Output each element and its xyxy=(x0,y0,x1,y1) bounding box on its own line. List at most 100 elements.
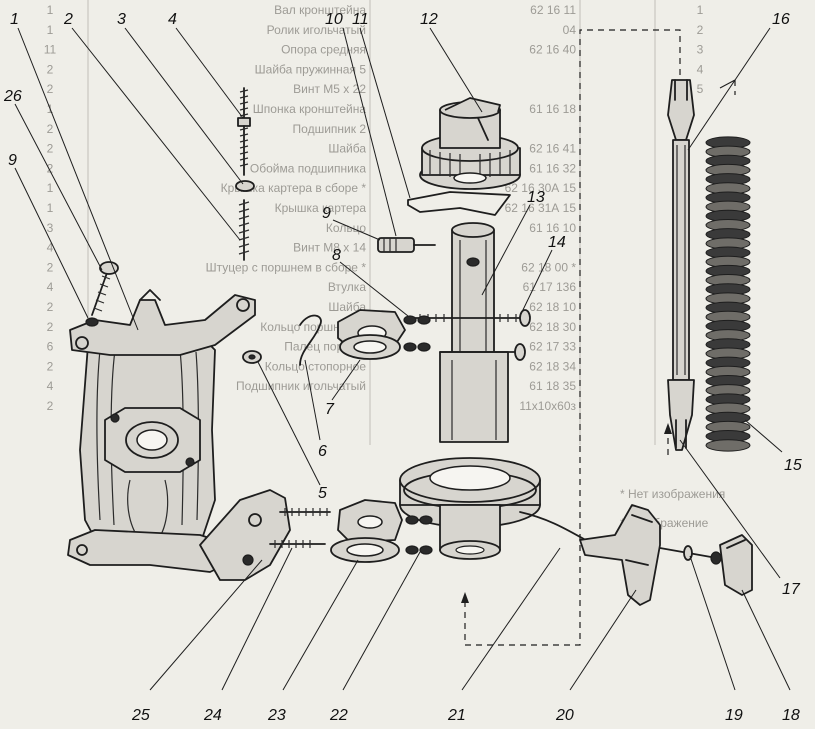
table-rqty-cell-3: 4 xyxy=(697,62,704,76)
table-code-cell-5: 61 16 18 xyxy=(529,102,576,116)
callout-4: 4 xyxy=(168,11,177,28)
table-name-cell-6: Подшипник 2 xyxy=(293,122,367,136)
table-name-cell-1: Ролик игольчатый xyxy=(267,23,366,37)
table-name-cell-13: Штуцер с поршнем в сборе * xyxy=(206,260,367,274)
table-qty-cell-7: 2 xyxy=(47,142,54,156)
table-qty-cell-15: 2 xyxy=(47,300,54,314)
table-name-cell-11: Кольцо xyxy=(326,221,366,235)
part-18-knob xyxy=(719,534,753,596)
table-name-cell-4: Винт М5 х 22 xyxy=(293,82,366,96)
callout-22: 22 xyxy=(329,707,348,724)
table-code-cell-17: 62 17 33 xyxy=(529,340,576,354)
table-qty-cell-9: 1 xyxy=(47,181,54,195)
spring-coil xyxy=(705,439,751,452)
table-code-cell-14: 61 17 136 xyxy=(523,280,577,294)
footnote-1: * Нет изображения xyxy=(620,487,725,501)
table-qty-cell-6: 2 xyxy=(47,122,54,136)
table-qty-cell-3: 2 xyxy=(47,62,54,76)
table-name-cell-9: Крышка картера в сборе * xyxy=(221,181,367,195)
callout-26: 26 xyxy=(3,88,22,105)
callout-20: 20 xyxy=(555,707,574,724)
table-qty-cell-16: 2 xyxy=(47,320,54,334)
table-code-cell-7: 62 16 41 xyxy=(529,142,576,156)
table-qty-cell-19: 4 xyxy=(47,379,54,393)
table-code-cell-1: 04 xyxy=(563,23,577,37)
table-qty-cell-11: 3 xyxy=(47,221,54,235)
table-rqty-cell-1: 2 xyxy=(697,23,704,37)
part-25-lower-bracket xyxy=(199,489,291,581)
table-name-cell-2: Опора средняя xyxy=(281,43,366,57)
table-rqty-cell-2: 3 xyxy=(697,43,704,57)
callout-16: 16 xyxy=(772,11,790,28)
callout-25: 25 xyxy=(131,707,150,724)
table-code-cell-15: 62 18 10 xyxy=(529,300,576,314)
part-5-nut xyxy=(242,350,262,364)
table-code-cell-18: 62 18 34 xyxy=(529,359,576,373)
part-26-screw xyxy=(91,261,119,316)
part-9-washer-left xyxy=(85,317,99,327)
table-code-cell-11: 61 16 10 xyxy=(529,221,576,235)
callout-14: 14 xyxy=(548,234,566,251)
callout-5: 5 xyxy=(318,485,327,502)
table-name-cell-3: Шайба пружинная 5 xyxy=(255,62,367,76)
table-name-cell-5: Шпонка кронштейна xyxy=(253,102,367,116)
callout-12: 12 xyxy=(420,11,438,28)
callout-15: 15 xyxy=(784,457,802,474)
part-2-stud xyxy=(238,199,250,261)
part-20-lever xyxy=(579,504,661,606)
table-code-cell-2: 62 16 40 xyxy=(529,43,576,57)
table-name-cell-12: Винт М8 х 14 xyxy=(293,241,366,255)
table-name-cell-8: Обойма подшипника xyxy=(250,161,366,175)
table-qty-cell-2: 11 xyxy=(44,43,57,57)
table-name-cell-18: Кольцо стопорное xyxy=(265,359,367,373)
callout-19: 19 xyxy=(725,707,743,724)
part-22-washers xyxy=(405,515,433,555)
leader-lines xyxy=(14,27,791,691)
table-qty-cell-8: 2 xyxy=(47,161,54,175)
table-qty-cell-13: 2 xyxy=(47,260,54,274)
table-qty-cell-17: 6 xyxy=(47,340,54,354)
table-code-cell-8: 61 16 32 xyxy=(529,161,576,175)
part-6-wire-clip xyxy=(299,314,322,366)
table-name-cell-0: Вал кронштейна xyxy=(274,3,366,17)
callout-labels: 1 2 3 4 26 9 10 11 12 9 13 14 8 7 6 5 16… xyxy=(3,11,802,724)
table-code-cell-13: 62 18 00 * xyxy=(521,260,576,274)
callout-6: 6 xyxy=(318,443,327,460)
table-qty-cell-0: 1 xyxy=(47,3,54,17)
callout-2: 2 xyxy=(63,11,73,28)
table-code-cell-9: 62 16 30А 15 xyxy=(505,181,577,195)
table-code-cell-19: 61 18 35 xyxy=(529,379,576,393)
part-12-gear xyxy=(419,97,521,190)
callout-1: 1 xyxy=(10,11,19,28)
callout-10: 10 xyxy=(325,11,343,28)
part-7-gasket xyxy=(339,334,401,360)
callout-23: 23 xyxy=(267,707,286,724)
callout-18: 18 xyxy=(782,707,800,724)
table-name-cell-14: Втулка xyxy=(328,280,366,294)
table-name-cell-7: Шайба xyxy=(328,142,366,156)
part-10-pin xyxy=(377,237,436,253)
part-1-carburetor-body xyxy=(67,289,256,573)
table-code-cell-16: 62 18 30 xyxy=(529,320,576,334)
callout-9-left: 9 xyxy=(8,152,17,169)
callout-13: 13 xyxy=(527,189,545,206)
table-qty-cell-18: 2 xyxy=(47,359,54,373)
callout-9-mid: 9 xyxy=(322,205,331,222)
table-name-cell-15: Шайба xyxy=(328,300,366,314)
part-19-bolt xyxy=(659,545,729,565)
table-name-cell-10: Крышка картера xyxy=(275,201,367,215)
table-rqty-cell-0: 1 xyxy=(697,3,704,17)
table-qty-cell-10: 1 xyxy=(47,201,54,215)
callout-17: 17 xyxy=(782,581,801,598)
part-24-studs xyxy=(269,508,331,548)
callout-21: 21 xyxy=(447,707,466,724)
part-4-nut xyxy=(237,87,251,176)
part-13-shaft xyxy=(439,222,509,443)
table-code-cell-10: 62 16 31А 15 xyxy=(505,201,577,215)
table-qty-cell-14: 4 xyxy=(47,280,54,294)
table-code-cell-20: 11x10х60з xyxy=(519,399,576,413)
table-qty-cell-12: 4 xyxy=(47,241,54,255)
